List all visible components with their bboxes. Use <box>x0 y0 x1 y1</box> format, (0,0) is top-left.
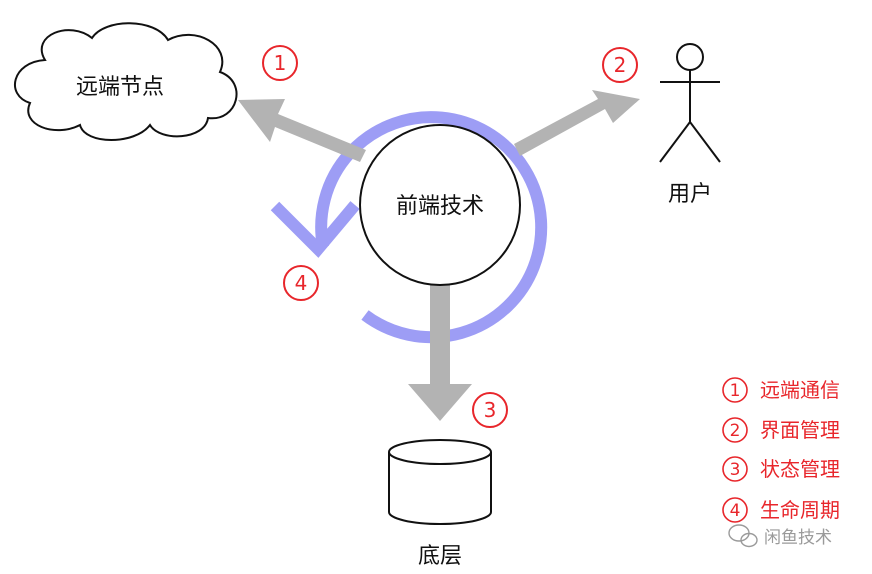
center-label: 前端技术 <box>396 194 484 219</box>
marker-3: 3 <box>472 392 508 428</box>
svg-text:生命周期: 生命周期 <box>760 498 840 522</box>
svg-text:远端通信: 远端通信 <box>760 378 840 402</box>
watermark-text: 闲鱼技术 <box>764 528 832 548</box>
svg-text:1: 1 <box>730 381 741 401</box>
arrow-to-remote <box>238 99 366 162</box>
remote-label: 远端节点 <box>76 75 164 100</box>
svg-text:状态管理: 状态管理 <box>760 457 840 481</box>
svg-text:4: 4 <box>295 271 308 295</box>
marker-2: 2 <box>602 47 638 83</box>
arrow-to-user <box>514 90 640 156</box>
user-label: 用户 <box>668 182 712 207</box>
lifecycle-arrowhead <box>270 201 360 258</box>
legend-item: 4 生命周期 <box>722 497 840 523</box>
svg-text:3: 3 <box>484 398 497 422</box>
storage-label: 底层 <box>418 544 462 569</box>
svg-text:1: 1 <box>274 51 287 75</box>
stick-figure-icon <box>659 43 721 163</box>
svg-text:4: 4 <box>730 501 741 521</box>
legend-item: 2 界面管理 <box>722 417 840 443</box>
legend-item: 3 状态管理 <box>722 456 840 482</box>
svg-text:2: 2 <box>730 421 741 441</box>
database-cylinder-icon <box>388 439 492 525</box>
watermark: 闲鱼技术 <box>728 524 832 548</box>
wechat-icon <box>728 524 758 548</box>
marker-4: 4 <box>283 265 319 301</box>
lifecycle-arc <box>315 111 548 344</box>
marker-1: 1 <box>262 45 298 81</box>
frontend-circle <box>359 124 521 286</box>
svg-text:界面管理: 界面管理 <box>760 418 840 442</box>
svg-text:2: 2 <box>614 53 627 77</box>
legend-item: 1 远端通信 <box>722 377 840 403</box>
arrow-to-storage <box>408 283 472 421</box>
svg-text:3: 3 <box>730 460 741 480</box>
legend: 1 远端通信 2 界面管理 3 状态管理 4 生命周期 <box>722 377 840 523</box>
cloud-icon <box>13 22 238 141</box>
